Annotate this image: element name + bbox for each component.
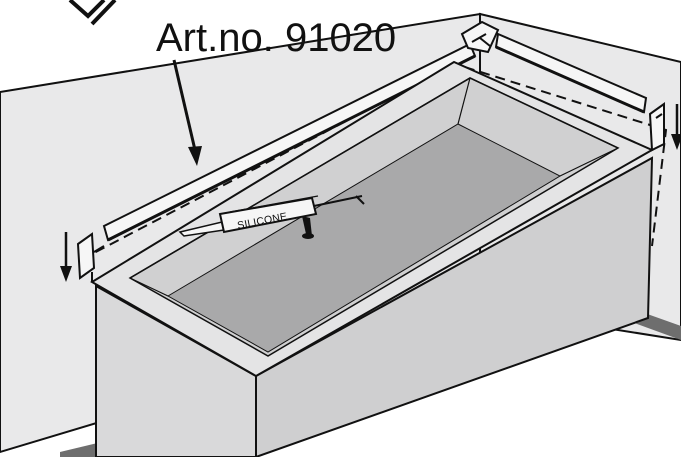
pointer-arrow-icon xyxy=(172,59,202,166)
arrow-down-right xyxy=(671,104,681,150)
article-number-label: Art.no. 91020 xyxy=(156,16,396,60)
cropped-letter-fragment xyxy=(68,0,117,26)
trim-strip-short xyxy=(494,32,648,114)
corner-piece-icon xyxy=(460,20,500,54)
caulking-gun-icon: SILICONE xyxy=(178,195,365,239)
arrow-down-icon xyxy=(60,232,72,282)
tub-side-panel xyxy=(255,156,654,457)
end-cap-right xyxy=(648,102,665,152)
end-cap-icon xyxy=(76,232,105,280)
